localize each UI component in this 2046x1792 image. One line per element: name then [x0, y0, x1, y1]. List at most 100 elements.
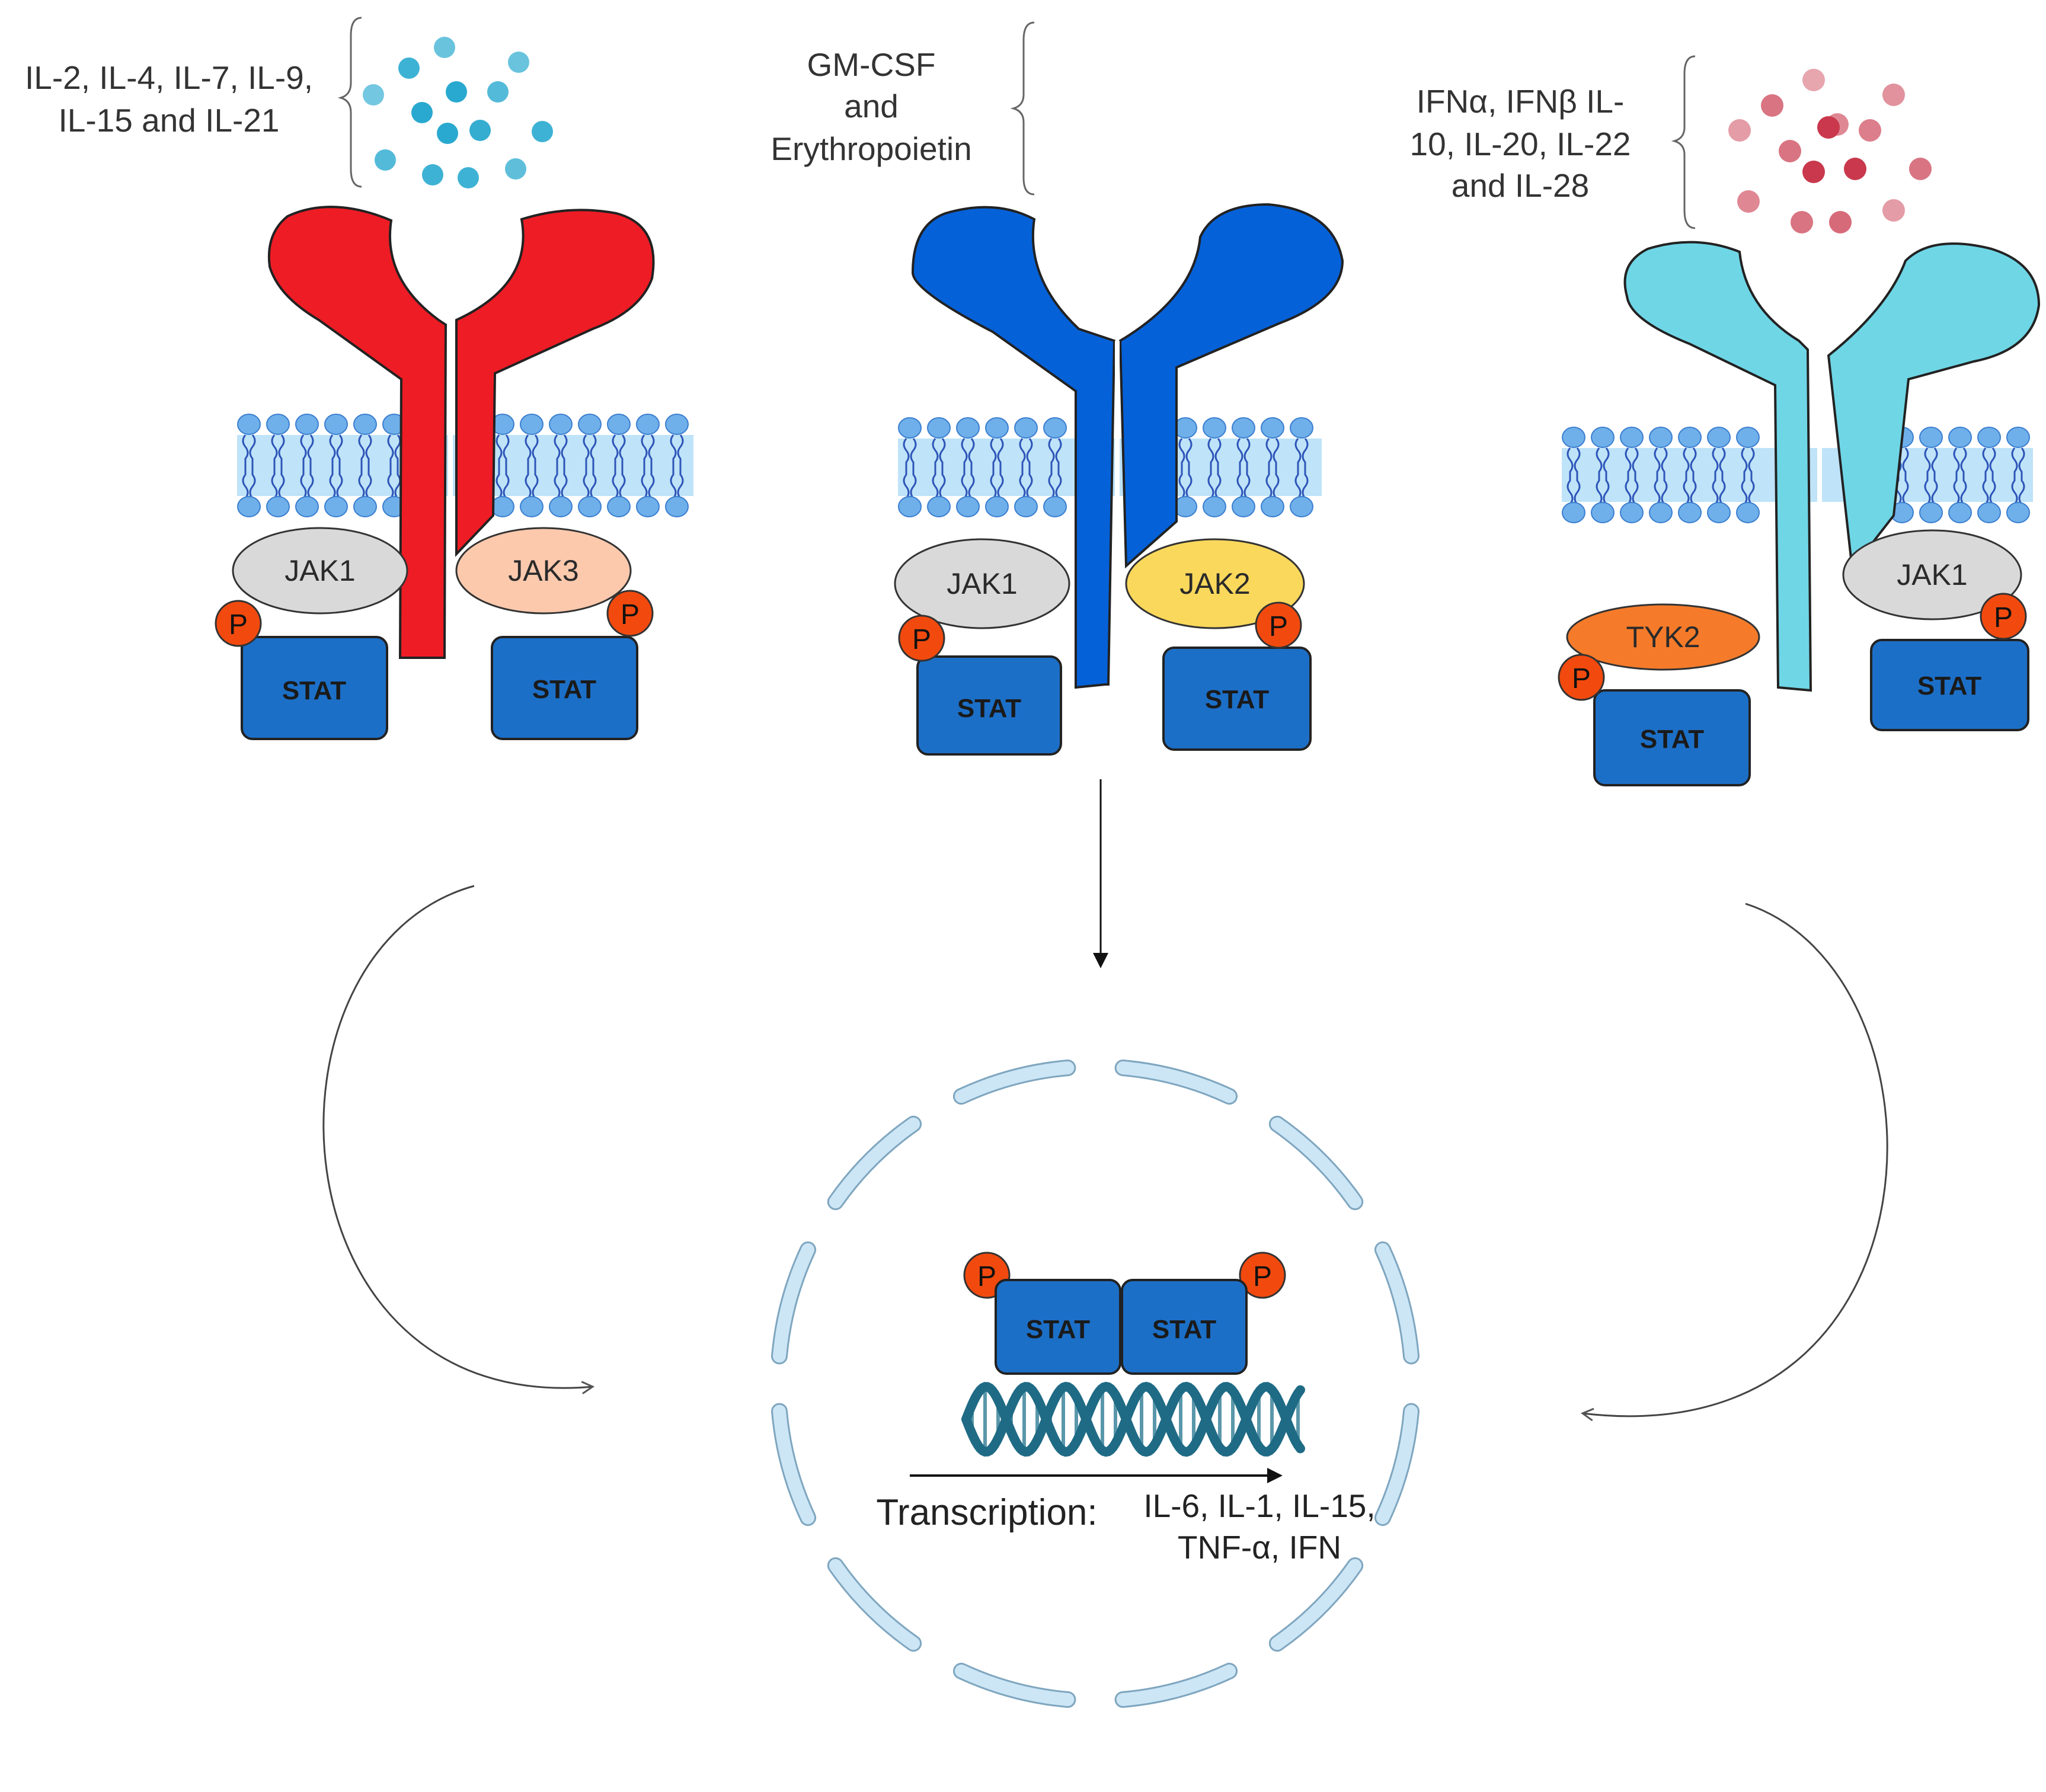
svg-text:JAK1: JAK1 — [1897, 558, 1968, 591]
cytokine-particle — [505, 158, 526, 180]
cytokine-particle — [469, 120, 491, 141]
phosphate-receptor-2-right: P — [1255, 601, 1302, 649]
phosphate-receptor-1-right: P — [606, 590, 654, 637]
lipid-tail — [1236, 438, 1243, 499]
lipid-head — [2006, 502, 2030, 523]
lipid-head — [898, 417, 922, 439]
lipid-tail — [2011, 447, 2018, 505]
lipid-head — [578, 414, 602, 435]
lipid-head — [636, 414, 660, 435]
lipid-tail — [271, 434, 278, 499]
stat-box-receptor-1-left: STAT — [241, 636, 388, 740]
lipid-head — [295, 496, 319, 517]
cytokine-particle — [1761, 94, 1783, 117]
cytokine-particle — [1802, 161, 1825, 183]
svg-text:P: P — [1994, 602, 2013, 633]
lipid-head — [578, 496, 602, 517]
svg-text:Erythropoietin: Erythropoietin — [771, 130, 971, 167]
kinase-jak2-receptor-2: JAK2 — [1125, 538, 1305, 629]
cytokine-particle — [446, 81, 467, 103]
lipid-head — [1649, 502, 1673, 523]
lipid-tail — [1294, 438, 1302, 499]
lipid-tail — [1982, 447, 1989, 505]
cytokine-receptor-2 — [911, 203, 1344, 689]
lipid-tail — [1048, 438, 1055, 499]
lipid-tail — [677, 434, 684, 499]
target-genes-line-2: TNF-α, IFN — [1178, 1529, 1341, 1566]
lipid-head — [1919, 427, 1943, 448]
lipid-tail — [670, 434, 677, 499]
lipid-head — [1707, 427, 1731, 448]
envelope-segment — [1376, 1243, 1418, 1363]
lipid-head — [1203, 417, 1226, 439]
lipid-head — [1562, 502, 1585, 523]
envelope-segment — [1116, 1061, 1236, 1103]
svg-text:IL-2, IL-4, IL-7, IL-9,: IL-2, IL-4, IL-7, IL-9, — [25, 59, 313, 96]
dna-helix — [961, 1381, 1305, 1457]
lipid-tail — [590, 434, 597, 499]
lipid-tail — [525, 434, 532, 499]
cytokine-particle — [1909, 158, 1932, 180]
cytokine-particle — [1817, 116, 1840, 139]
phosphate-receptor-2-left: P — [898, 615, 945, 662]
transcription-label: Transcription: — [876, 1492, 1097, 1533]
svg-text:10, IL-20, IL-22: 10, IL-20, IL-22 — [1409, 126, 1631, 162]
lipid-head — [1919, 502, 1943, 523]
lipid-head — [607, 496, 631, 517]
lipid-head — [1678, 502, 1702, 523]
lipid-tail — [2018, 447, 2025, 505]
cytokine-particle — [375, 149, 396, 171]
lipid-tail — [554, 434, 561, 499]
stat-box-receptor-2-left: STAT — [916, 655, 1062, 756]
lipid-head — [549, 414, 573, 435]
lipid-tail — [307, 434, 314, 499]
lipid-tail — [1989, 447, 1996, 505]
lipid-head — [985, 417, 1009, 439]
lipid-tail — [300, 434, 307, 499]
cytokine-particle — [1829, 211, 1852, 233]
lipid-head — [956, 417, 980, 439]
svg-text:STAT: STAT — [1917, 671, 1981, 700]
cytokine-particle — [398, 57, 420, 79]
lipid-tail — [1273, 438, 1280, 499]
lipid-tail — [939, 438, 946, 499]
lipid-tail — [1625, 447, 1632, 505]
lipid-tail — [968, 438, 975, 499]
svg-text:TYK2: TYK2 — [1626, 620, 1700, 654]
cell-membrane-3 — [1562, 427, 2033, 523]
cytokine-particle — [1882, 84, 1905, 106]
svg-text:STAT: STAT — [1026, 1315, 1090, 1344]
lipid-tail — [961, 438, 968, 499]
cytokine-particle — [458, 167, 479, 188]
lipid-tail — [1690, 447, 1697, 505]
svg-text:STAT: STAT — [1640, 725, 1704, 754]
lipid-tail — [358, 434, 365, 499]
lipid-tail — [1712, 447, 1719, 505]
lipid-head — [927, 496, 951, 517]
cell-membrane-2 — [898, 417, 1322, 517]
lipid-head — [898, 496, 922, 517]
svg-text:STAT: STAT — [957, 694, 1021, 723]
cytokine-particle — [1728, 119, 1751, 142]
lipid-tail — [1603, 447, 1610, 505]
ligand-brace-2 — [1010, 21, 1035, 196]
lipid-head — [1232, 496, 1255, 517]
envelope-segment — [954, 1061, 1075, 1103]
lipid-head — [985, 496, 1009, 517]
stat-dimer-left: STAT — [995, 1279, 1121, 1375]
lipid-tail — [1661, 447, 1668, 505]
lipid-head — [549, 496, 573, 517]
ligand-label-1: IL-2, IL-4, IL-7, IL-9, IL-15 and IL-21 — [25, 59, 313, 139]
lipid-tail — [1924, 447, 1931, 505]
lipid-tail — [1596, 447, 1603, 505]
lipid-tail — [1719, 447, 1726, 505]
svg-text:P: P — [621, 599, 640, 631]
cytokine-particle — [1737, 190, 1760, 213]
lipid-tail — [561, 434, 568, 499]
lipid-head — [324, 496, 348, 517]
svg-text:JAK2: JAK2 — [1179, 567, 1251, 600]
envelope-segment — [1116, 1664, 1236, 1706]
lipid-tail — [997, 438, 1004, 499]
cytokine-particle — [411, 102, 433, 123]
lipid-tail — [1178, 438, 1185, 499]
